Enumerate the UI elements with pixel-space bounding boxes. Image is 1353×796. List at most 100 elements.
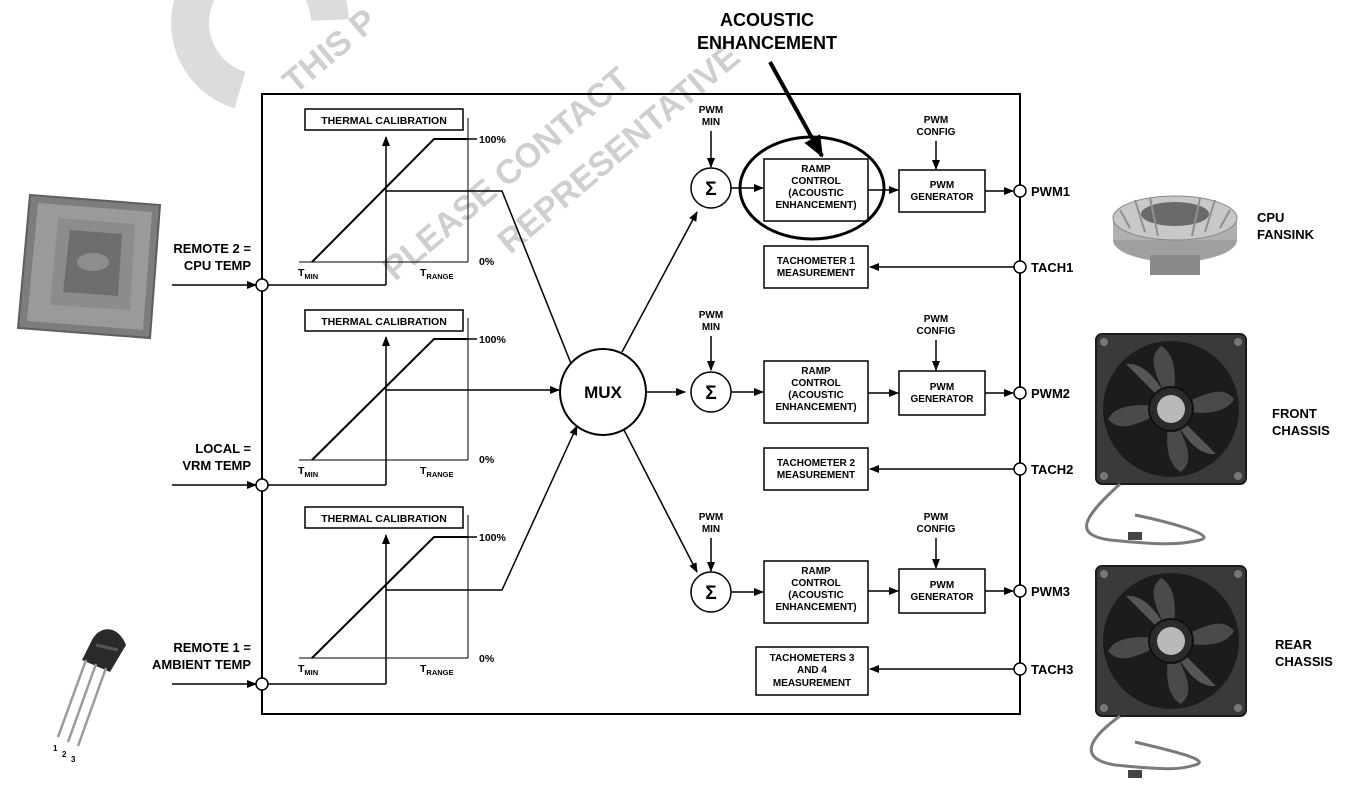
fan-label-rear-line-1: REAR xyxy=(1275,637,1312,652)
tach-box-label-3: MEASUREMENT xyxy=(773,678,851,689)
tach2-label: TACH2 xyxy=(1031,462,1073,477)
tach1-label: TACH1 xyxy=(1031,260,1073,275)
percent-100-label: 100% xyxy=(479,134,507,146)
percent-100-label: 100% xyxy=(479,334,507,346)
input-label-line-2: CPU TEMP xyxy=(184,258,252,273)
ramp-label-3: (ACOUSTIC xyxy=(788,590,844,601)
pwm-config-label-line-2: CONFIG xyxy=(917,127,956,138)
pwm-config-label-line-1: PWM xyxy=(924,115,948,126)
trange-label: TRANGE xyxy=(420,663,454,677)
input-local: LOCAL = VRM TEMP xyxy=(172,441,386,492)
tach3-pin xyxy=(1013,662,1027,676)
percent-0-label: 0% xyxy=(479,653,495,665)
input-remote2: REMOTE 2 = CPU TEMP xyxy=(172,241,386,292)
percent-100-label: 100% xyxy=(479,532,507,544)
tachometer-1-box xyxy=(763,245,869,289)
tach1-pin xyxy=(1013,260,1027,274)
tmin-label: TMIN xyxy=(298,465,318,479)
calibration-channel-2: THERMAL CALIBRATION 100% 0% TMIN TRANGE xyxy=(298,309,507,485)
pwm-generator-label-1: PWM xyxy=(930,382,954,393)
pwm3-label: PWM3 xyxy=(1031,584,1070,599)
cal1-to-mux-wire xyxy=(386,190,579,382)
cal3-to-mux-wire xyxy=(386,425,578,591)
calibration-channel-1: THERMAL CALIBRATION 100% 0% TMIN TRANGE xyxy=(298,108,507,285)
ramp-label-4: ENHANCEMENT) xyxy=(775,200,856,211)
pwm2-pin xyxy=(1013,386,1027,400)
tach-box-label-2: MEASUREMENT xyxy=(777,268,855,279)
ramp-label-2: CONTROL xyxy=(791,176,840,187)
ramp-control-box xyxy=(763,360,869,424)
tach-box-label-2: AND 4 xyxy=(797,665,827,676)
cpu-chip-image xyxy=(16,193,162,340)
mux-label: MUX xyxy=(584,383,622,402)
fan-label-cpu-line-1: CPU xyxy=(1257,210,1284,225)
pwm2-label: PWM2 xyxy=(1031,386,1070,401)
pwm-config-label-line-1: PWM xyxy=(924,512,948,523)
ramp-label-4: ENHANCEMENT) xyxy=(775,602,856,613)
input-label-line-1: LOCAL = xyxy=(195,441,251,456)
pwm-generator-label-2: GENERATOR xyxy=(911,394,975,405)
tach-box-label-1: TACHOMETERS 3 xyxy=(770,653,855,664)
sigma-symbol: Σ xyxy=(705,583,716,604)
transfer-curve xyxy=(311,338,468,461)
tmin-label: TMIN xyxy=(298,663,318,677)
input-label-line-2: VRM TEMP xyxy=(182,458,251,473)
fan-channel-1: PWM MIN Σ RAMP CONTROL (ACOUSTIC ENHANCE… xyxy=(690,105,1073,289)
fan-label-front-line-1: FRONT xyxy=(1272,406,1317,421)
temperature-sensor-transistor-image: 1 2 3 xyxy=(53,629,126,764)
ramp-label-4: ENHANCEMENT) xyxy=(775,402,856,413)
transistor-pin-1: 1 xyxy=(53,744,58,753)
tach2-pin xyxy=(1013,462,1027,476)
pwm1-pin xyxy=(1013,184,1027,198)
cpu-fansink-image xyxy=(1112,195,1238,275)
input-label-line-2: AMBIENT TEMP xyxy=(152,657,251,672)
pwm-generator-box xyxy=(898,370,986,416)
fan-channel-2: PWM MIN Σ RAMP CONTROL (ACOUSTIC ENHANCE… xyxy=(690,310,1073,491)
front-chassis-fan-image xyxy=(1085,333,1247,546)
pwm-generator-label-2: GENERATOR xyxy=(911,192,975,203)
acoustic-pointer-arrow xyxy=(768,61,824,158)
ramp-control-box xyxy=(763,560,869,624)
transfer-curve xyxy=(311,138,468,263)
tachometer-2-box xyxy=(763,447,869,491)
thermal-calibration-box xyxy=(304,506,464,529)
ramp-label-3: (ACOUSTIC xyxy=(788,390,844,401)
input-pin-remote2 xyxy=(255,278,269,292)
tach3-label: TACH3 xyxy=(1031,662,1073,677)
thermal-calibration-box xyxy=(304,108,464,131)
ramp-label-1: RAMP xyxy=(801,164,831,175)
chip-boundary xyxy=(261,93,1021,715)
pwm-min-label-line-1: PWM xyxy=(699,512,723,523)
ramp-label-3: (ACOUSTIC xyxy=(788,188,844,199)
fan-label-front-line-2: CHASSIS xyxy=(1272,423,1330,438)
input-pin-remote1 xyxy=(255,677,269,691)
percent-0-label: 0% xyxy=(479,256,495,268)
sigma-symbol: Σ xyxy=(705,383,716,404)
fan-channel-3: PWM MIN Σ RAMP CONTROL (ACOUSTIC ENHANCE… xyxy=(690,512,1073,696)
fan-label-rear-line-2: CHASSIS xyxy=(1275,654,1333,669)
acoustic-highlight-ellipse xyxy=(738,135,886,241)
title-line-2: ENHANCEMENT xyxy=(697,33,837,53)
pwm-min-label-line-2: MIN xyxy=(702,117,720,128)
title-line-1: ACOUSTIC xyxy=(720,10,814,30)
fan-label-cpu-line-2: FANSINK xyxy=(1257,227,1315,242)
rear-chassis-fan-image xyxy=(1089,565,1247,778)
ramp-label-1: RAMP xyxy=(801,366,831,377)
tach-box-label-1: TACHOMETER 2 xyxy=(777,458,856,469)
pwm1-label: PWM1 xyxy=(1031,184,1070,199)
watermark: THIS P PLEASE CONTACT REPRESENTATIVE xyxy=(171,0,747,288)
thermal-calibration-label: THERMAL CALIBRATION xyxy=(321,316,447,328)
trange-label: TRANGE xyxy=(420,267,454,281)
mux-to-sum1-wire xyxy=(621,211,698,353)
transistor-pin-3: 3 xyxy=(71,755,76,764)
pwm-generator-box xyxy=(898,169,986,213)
transfer-curve xyxy=(311,536,468,659)
tach-box-label-2: MEASUREMENT xyxy=(777,470,855,481)
transistor-pin-2: 2 xyxy=(62,750,67,759)
ramp-label-2: CONTROL xyxy=(791,378,840,389)
pwm-config-label-line-1: PWM xyxy=(924,314,948,325)
input-pin-local xyxy=(255,478,269,492)
pwm3-pin xyxy=(1013,584,1027,598)
